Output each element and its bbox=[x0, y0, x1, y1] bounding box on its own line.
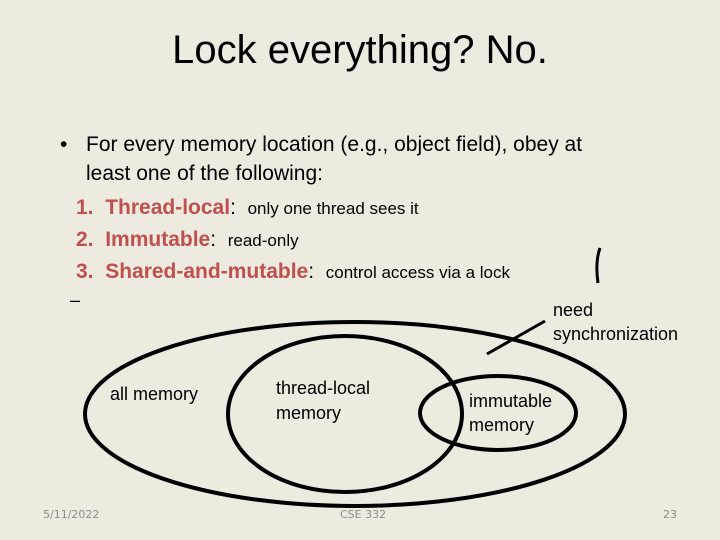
footer-course: CSE 332 bbox=[340, 508, 387, 521]
label-all-memory: all memory bbox=[110, 384, 199, 404]
bracket-mark bbox=[595, 247, 602, 284]
list-item-shared-mutable: 3. Shared-and-mutable: control access vi… bbox=[76, 260, 510, 283]
label-thread-local: thread-local bbox=[276, 378, 371, 398]
label-immutable: immutable bbox=[469, 391, 553, 411]
footer-page-number: 23 bbox=[663, 508, 677, 521]
label-synchronization: synchronization bbox=[553, 324, 679, 344]
list-item-immutable: 2. Immutable: read-only bbox=[76, 228, 299, 251]
bullet-line-1: For every memory location (e.g., object … bbox=[86, 133, 583, 156]
item-term: Immutable bbox=[105, 228, 211, 251]
pointer-line bbox=[486, 319, 546, 356]
label-thread-local-memory: memory bbox=[276, 403, 342, 423]
immutable-ellipse bbox=[418, 374, 578, 452]
item-number: 2. bbox=[76, 228, 94, 251]
bullet-marker: • bbox=[60, 133, 68, 156]
footer-date: 5/11/2022 bbox=[43, 508, 100, 521]
item-desc: control access via a lock bbox=[325, 263, 510, 282]
item-term: Shared-and-mutable bbox=[105, 260, 309, 283]
item-number: 1. bbox=[76, 196, 94, 219]
dash: – bbox=[70, 290, 81, 310]
list-item-thread-local: 1. Thread-local: only one thread sees it bbox=[76, 196, 419, 219]
item-term: Thread-local bbox=[105, 196, 231, 219]
thread-local-ellipse bbox=[226, 334, 464, 494]
all-memory-ellipse bbox=[83, 320, 627, 508]
bullet-line-2: least one of the following: bbox=[86, 162, 323, 185]
item-desc: read-only bbox=[227, 231, 299, 250]
slide-title: Lock everything? No. bbox=[172, 28, 548, 72]
label-immutable-memory: memory bbox=[469, 415, 535, 435]
item-desc: only one thread sees it bbox=[247, 199, 419, 218]
label-need: need bbox=[553, 300, 594, 320]
item-number: 3. bbox=[76, 260, 94, 283]
